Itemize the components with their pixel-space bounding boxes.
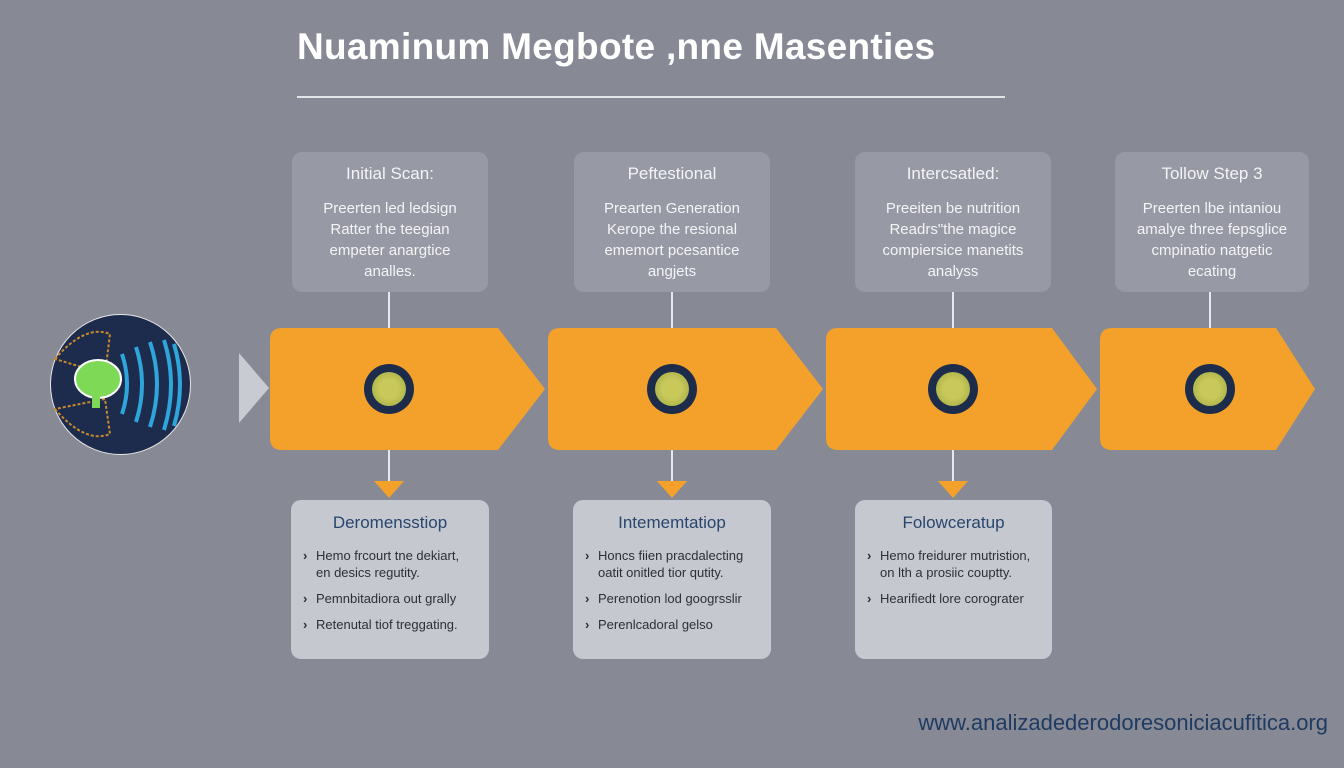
step-heading: Intercsatled: [906, 164, 1000, 183]
step-line: Preerten led ledsign [323, 200, 457, 217]
list-item-text: Hearifiedt lore corograter [880, 591, 1024, 606]
list-item: › Perenotion lod googrsslir [585, 590, 759, 607]
step-line: Readrs"the magice [889, 221, 1017, 238]
step-line: angjets [647, 263, 697, 280]
step-line: ecating [1187, 263, 1237, 280]
step-line: Ratter the teegian [330, 221, 450, 238]
play-arrow-icon [239, 353, 269, 423]
step-heading: Tollow Step 3 [1161, 164, 1263, 183]
chevron-right-icon: › [867, 548, 872, 563]
outcome-card: Folowceratup › Hemo freidurer mutristion,… [855, 500, 1052, 659]
outcome-card: Intememtatiop › Honcs fiien pracdalecting… [573, 500, 771, 659]
step-line: Prearten Generation [604, 200, 740, 217]
list-item: › Retenutal tiof treggating. [303, 616, 477, 633]
step-line: cmpinatio natgetic [1151, 242, 1273, 259]
connector-line [388, 450, 390, 482]
chevron-right-icon: › [303, 617, 308, 632]
step-line: amalye three fepsglice [1136, 221, 1288, 238]
step-heading: Initial Scan: [346, 164, 434, 183]
connector-line [671, 450, 673, 482]
list-item-text: Perenlcadoral gelso [598, 617, 713, 632]
brain-icon [364, 364, 414, 414]
connector-line [952, 292, 954, 328]
connector-line [1209, 292, 1211, 328]
brain-scan-icon [50, 314, 191, 455]
list-item: › Honcs fiien pracdalecting oatit onitled… [585, 547, 759, 581]
brain-icon [647, 364, 697, 414]
step-card: Tollow Step 3 Preerten lbe intaniou amal… [1115, 152, 1309, 292]
brain-icon [1185, 364, 1235, 414]
list-item: › Pemnbitadiora out grally [303, 590, 477, 607]
outcome-heading: Deromensstiop [332, 513, 448, 532]
page-title: Nuaminum Megbote ,nne Masenties [297, 26, 936, 67]
outcome-heading: Intememtatiop [618, 513, 726, 532]
step-line: Preeiten be nutrition [885, 200, 1021, 217]
chevron-right-icon: › [585, 548, 590, 563]
title-divider [297, 96, 1005, 98]
connector-line [671, 292, 673, 328]
brain-icon [928, 364, 978, 414]
step-line: Preerten lbe intaniou [1142, 200, 1282, 217]
list-item: › Hemo frcourt tne dekiart, en desics reg… [303, 547, 477, 581]
outcome-heading: Folowceratup [902, 513, 1005, 532]
list-item-text: Retenutal tiof treggating. [316, 617, 458, 632]
step-line: empeter anargtice [329, 242, 451, 259]
step-line: analles. [364, 263, 416, 280]
list-item-text: Pemnbitadiora out grally [316, 591, 457, 606]
chevron-right-icon: › [585, 591, 590, 606]
list-item-text: Hemo frcourt tne dekiart, en desics regu… [316, 548, 460, 580]
step-line: Kerope the resional [606, 221, 738, 238]
list-item-text: Hemo freidurer mutristion, on lth a pros… [880, 548, 1031, 580]
step-line: compiersice manetits [882, 242, 1024, 259]
step-card: Intercsatled: Preeiten be nutrition Read… [855, 152, 1051, 292]
step-line: ememort pcesantice [604, 242, 740, 259]
step-card: Initial Scan: Preerten led ledsign Ratte… [292, 152, 488, 292]
list-item: › Perenlcadoral gelso [585, 616, 759, 633]
chevron-right-icon: › [303, 548, 308, 563]
down-arrow-icon [938, 481, 968, 498]
chevron-right-icon: › [867, 591, 872, 606]
step-line: analyss [927, 263, 979, 280]
list-item: › Hemo freidurer mutristion, on lth a pro… [867, 547, 1040, 581]
chevron-right-icon: › [303, 591, 308, 606]
list-item: › Hearifiedt lore corograter [867, 590, 1040, 607]
connector-line [952, 450, 954, 482]
outcome-card: Deromensstiop › Hemo frcourt tne dekiart,… [291, 500, 489, 659]
down-arrow-icon [374, 481, 404, 498]
list-item-text: Perenotion lod googrsslir [598, 591, 742, 606]
step-card: Peftestional Prearten Generation Kerope … [574, 152, 770, 292]
step-heading: Peftestional [627, 164, 717, 183]
chevron-right-icon: › [585, 617, 590, 632]
down-arrow-icon [657, 481, 687, 498]
footer-url-link[interactable]: www.analizadederodoresoniciacufitica.org [918, 710, 1328, 735]
list-item-text: Honcs fiien pracdalecting oatit onitled … [598, 548, 744, 580]
connector-line [388, 292, 390, 328]
